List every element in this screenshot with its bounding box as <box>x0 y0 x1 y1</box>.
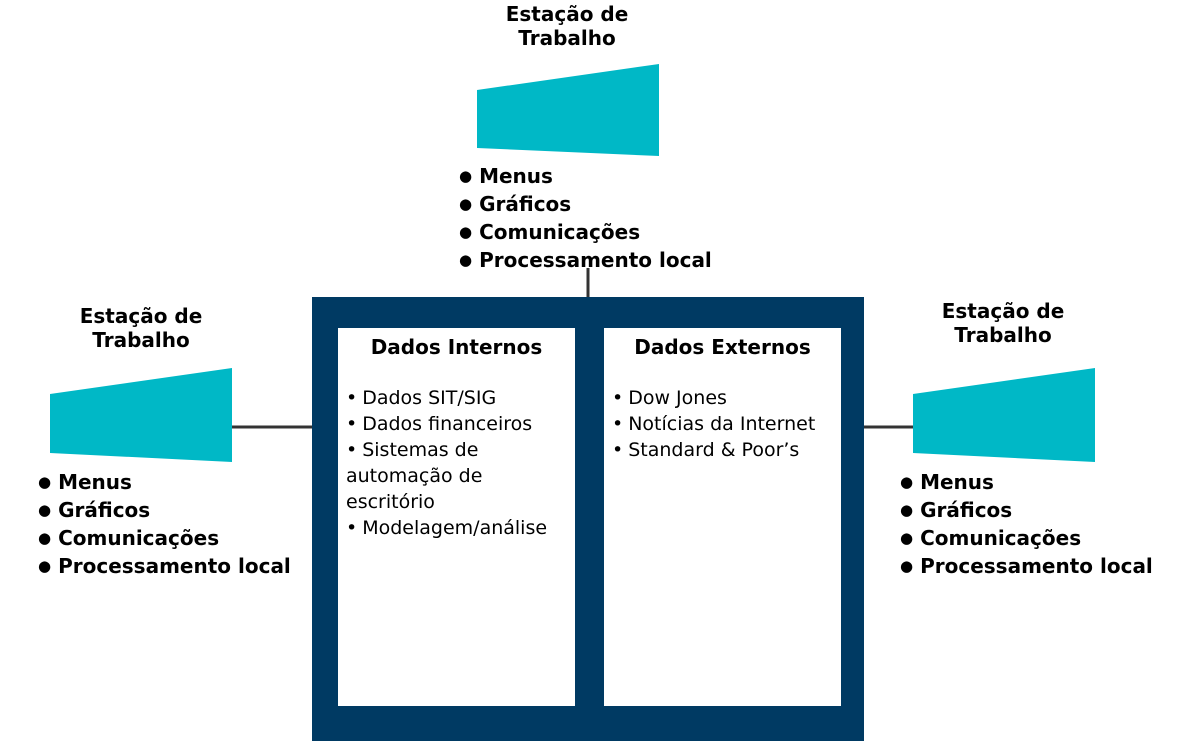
feature-item: Processamento local <box>38 553 291 581</box>
list-item: Dow Jones <box>612 385 841 411</box>
feature-item: Comunicações <box>900 525 1153 553</box>
central-data-server: Dados Internos Dados SIT/SIG Dados finan… <box>312 297 864 741</box>
list-item: Sistemas de automação de escritório <box>346 437 575 515</box>
feature-item: Comunicações <box>38 525 291 553</box>
workstation-right-features: Menus Gráficos Comunicações Processament… <box>900 469 1153 581</box>
list-item: Modelagem/análise <box>346 515 575 541</box>
list-item: Notícias da Internet <box>612 411 841 437</box>
workstation-left-features: Menus Gráficos Comunicações Processament… <box>38 469 291 581</box>
feature-item: Gráficos <box>900 497 1153 525</box>
internal-data-title: Dados Internos <box>370 335 543 359</box>
external-data-title: Dados Externos <box>634 335 811 359</box>
feature-item: Comunicações <box>459 219 712 247</box>
feature-item: Menus <box>38 469 291 497</box>
feature-item: Processamento local <box>900 553 1153 581</box>
workstation-top-monitor-icon <box>477 64 659 156</box>
list-item: Dados financeiros <box>346 411 575 437</box>
external-data-list: Dow Jones Notícias da Internet Standard … <box>604 385 841 463</box>
internal-data-list: Dados SIT/SIG Dados financeiros Sistemas… <box>338 385 575 541</box>
feature-item: Menus <box>900 469 1153 497</box>
feature-item: Gráficos <box>459 191 712 219</box>
workstation-left-title: Estação de Trabalho <box>79 304 203 352</box>
feature-item: Menus <box>459 163 712 191</box>
feature-item: Processamento local <box>459 247 712 275</box>
feature-item: Gráficos <box>38 497 291 525</box>
internal-data-panel: Dados Internos Dados SIT/SIG Dados finan… <box>338 328 575 706</box>
workstation-top-title: Estação de Trabalho <box>505 2 629 50</box>
workstation-right-title: Estação de Trabalho <box>941 299 1065 347</box>
workstation-left-monitor-icon <box>50 368 232 462</box>
workstation-top-features: Menus Gráficos Comunicações Processament… <box>459 163 712 275</box>
workstation-right-monitor-icon <box>913 368 1095 462</box>
list-item: Standard & Poor’s <box>612 437 841 463</box>
external-data-panel: Dados Externos Dow Jones Notícias da Int… <box>604 328 841 706</box>
list-item: Dados SIT/SIG <box>346 385 575 411</box>
